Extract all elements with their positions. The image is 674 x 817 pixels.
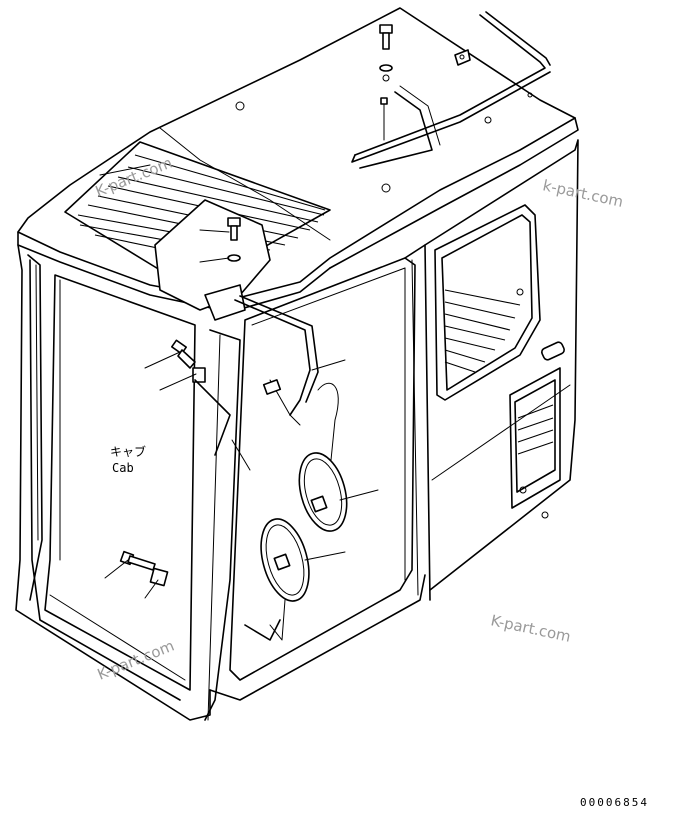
document-number: 00006854 [580,796,649,809]
cab-roof [17,7,579,313]
mirror-bracket-assembly [154,199,319,426]
roof-handrail [351,11,551,169]
cab-left-side [15,244,211,721]
watermark-1: K-part.com [93,154,175,201]
roof-bolt-assembly [235,24,533,193]
leader-lines [104,229,379,599]
lower-bracket-parts [119,339,231,587]
mirror-lower [244,518,310,641]
watermark-2: k-part.com [541,176,625,211]
cab-label-jp: キャブ [110,444,146,459]
mirror-upper [298,382,348,532]
watermark-3: K-part.com [489,611,572,645]
cab-label-en: Cab [112,461,134,475]
cab-right-side [424,139,579,591]
